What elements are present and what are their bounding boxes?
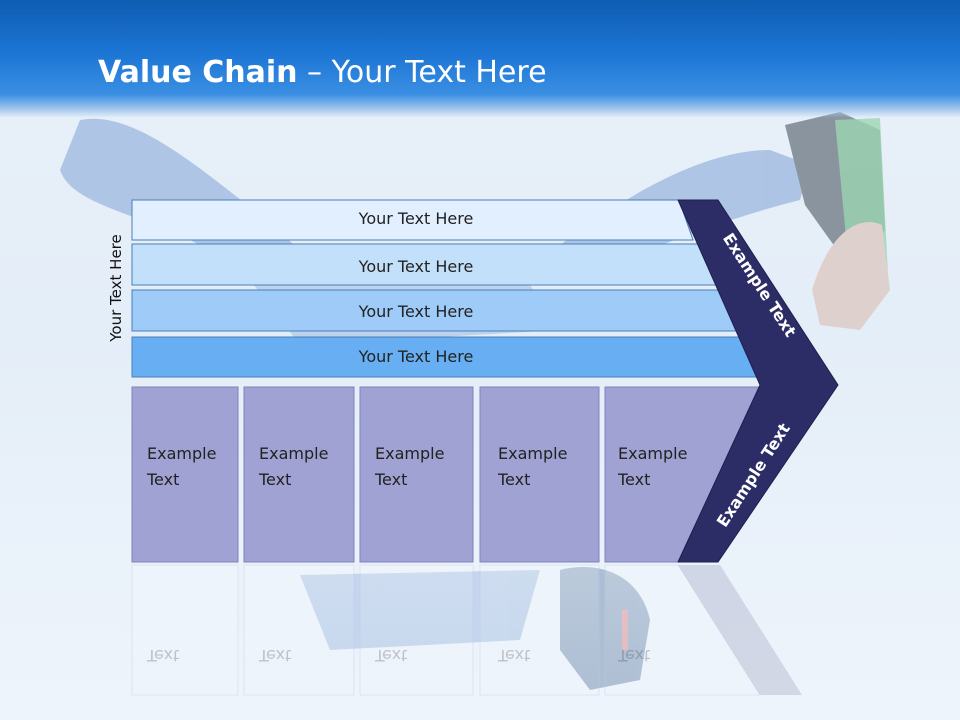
- column-box-3: [359, 386, 474, 563]
- chevron-arrow: [677, 199, 839, 563]
- row-bar-1: [131, 199, 694, 241]
- row-label-4: Your Text Here: [358, 347, 474, 366]
- svg-text:Text: Text: [258, 646, 291, 665]
- title-rest: – Your Text Here: [297, 55, 547, 90]
- column-box-1: [131, 386, 239, 563]
- column-box-2: [243, 386, 355, 563]
- svg-text:Text: Text: [617, 646, 650, 665]
- row-label-2: Your Text Here: [358, 257, 474, 276]
- title-bold: Value Chain: [98, 55, 298, 90]
- svg-text:Text: Text: [374, 646, 407, 665]
- svg-text:Text: Text: [497, 646, 530, 665]
- reflection: [131, 564, 802, 696]
- column-box-4: [479, 386, 600, 563]
- row-label-3: Your Text Here: [358, 302, 474, 321]
- header-bar: [0, 0, 960, 118]
- row-label-1: Your Text Here: [358, 209, 474, 228]
- slide-title: Value Chain – Your Text Here: [98, 55, 547, 90]
- svg-text:Text: Text: [146, 646, 179, 665]
